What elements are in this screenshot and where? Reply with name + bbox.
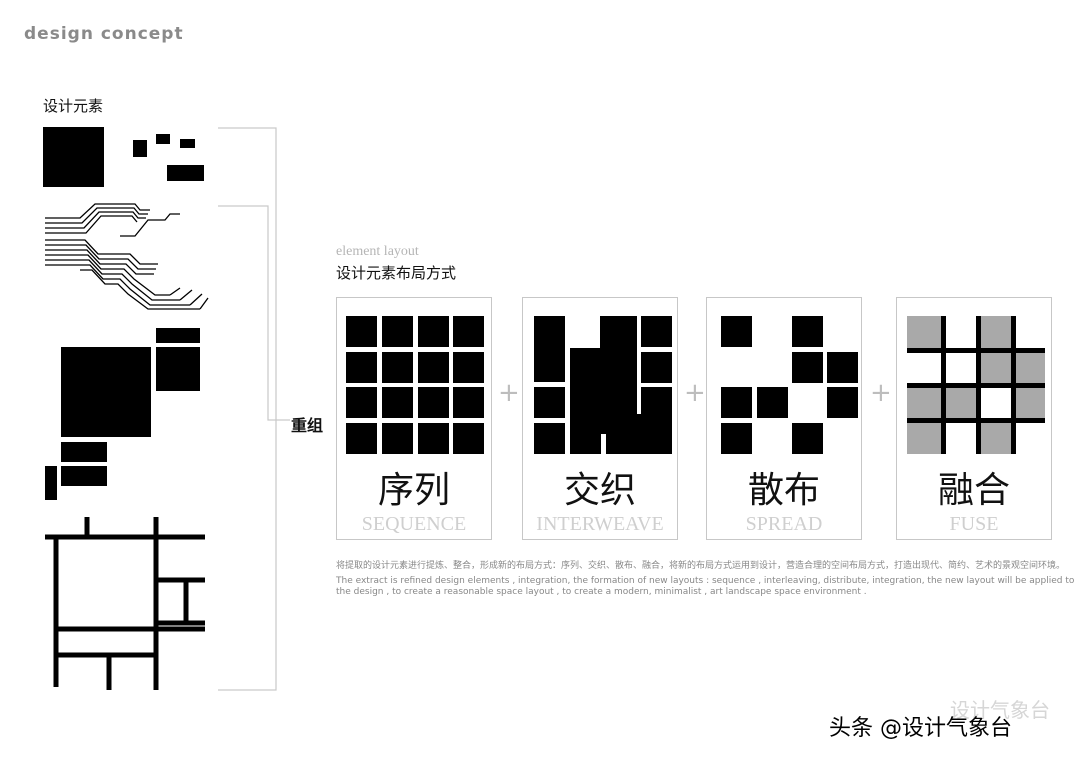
description-en-line1: The extract is refined design elements ,… (336, 576, 1075, 586)
watermark-faint: 设计气象台 (950, 698, 1050, 722)
panel-interweave: 交织 INTERWEAVE (522, 297, 678, 540)
description-cn: 将提取的设计元素进行提炼、整合，形成新的布局方式：序列、交织、散布、融合，将新的… (336, 561, 1066, 571)
element-square-large (43, 127, 104, 187)
fuse-grid (907, 316, 1045, 454)
layout-title-cn: 设计元素布局方式 (336, 264, 457, 282)
bracket-connector (218, 127, 290, 691)
panel-title-cn: 序列 (377, 470, 450, 511)
element-line-bundle (45, 203, 209, 310)
element-rect (61, 466, 107, 486)
recombine-label: 重组 (291, 416, 324, 435)
element-rect (156, 347, 200, 391)
spread-grid (721, 316, 859, 454)
element-square-small (133, 140, 147, 157)
panel-title-cn: 融合 (937, 470, 1010, 511)
watermark: 头条 @设计气象台 (829, 716, 1012, 741)
page-title: design concept (24, 24, 184, 44)
element-big-square (61, 347, 151, 437)
element-square-small (156, 134, 170, 144)
element-grid-lines (45, 517, 205, 690)
element-rect (61, 442, 107, 462)
interweave-grid (534, 316, 672, 454)
element-square-small (180, 139, 195, 148)
sequence-grid (346, 316, 484, 454)
element-rect (156, 328, 200, 343)
panel-fuse: 融合 FUSE (896, 297, 1052, 540)
panel-title-cn: 散布 (747, 470, 820, 511)
plus-sign: + (498, 378, 520, 408)
panel-title-cn: 交织 (563, 470, 636, 511)
panel-title-en: INTERWEAVE (536, 513, 664, 535)
plus-sign: + (870, 378, 892, 408)
panel-sequence: 序列 SEQUENCE (336, 297, 492, 540)
panel-title-en: SPREAD (745, 513, 823, 535)
design-elements-label: 设计元素 (43, 97, 104, 115)
element-rect (167, 165, 204, 181)
panel-title-en: SEQUENCE (361, 513, 467, 535)
description-en-line2: the design , to create a reasonable spac… (336, 587, 867, 597)
plus-sign: + (684, 378, 706, 408)
panel-title-en: FUSE (949, 513, 999, 535)
layout-subtitle-en: element layout (336, 244, 419, 259)
panel-spread: 散布 SPREAD (706, 297, 862, 540)
element-rect (45, 466, 57, 500)
